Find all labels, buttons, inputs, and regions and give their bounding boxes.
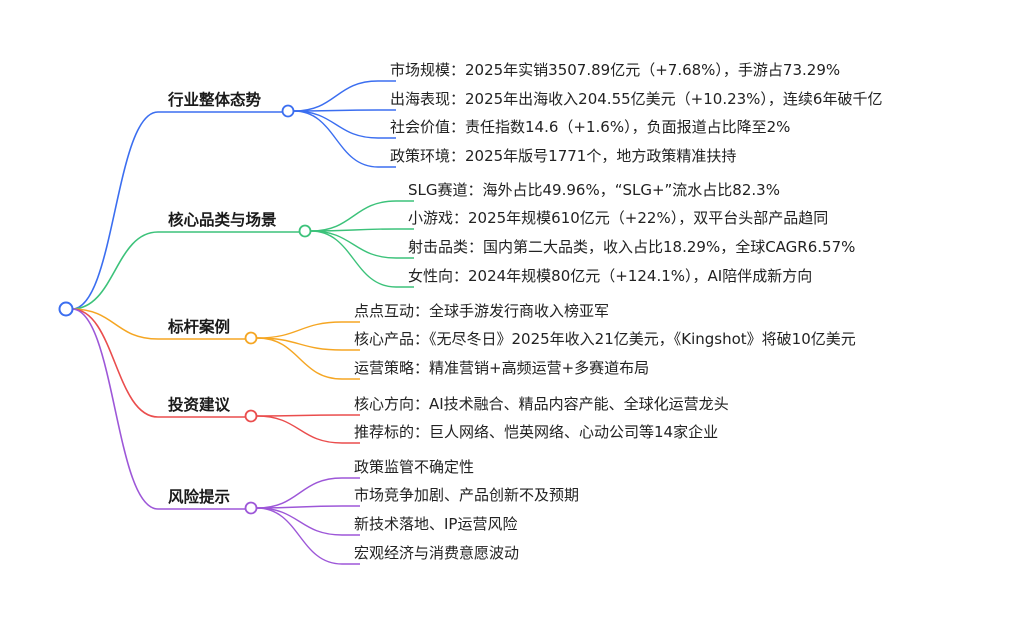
branch-node[interactable]	[298, 224, 312, 238]
branch-label[interactable]: 核心品类与场景	[168, 211, 277, 229]
leaf-label: 出海表现：2025年出海收入204.55亿美元（+10.23%），连续6年破千亿	[390, 90, 883, 108]
leaf-label: 政策环境：2025年版号1771个，地方政策精准扶持	[390, 147, 737, 165]
leaf-connector	[256, 505, 343, 509]
branch-connector	[71, 308, 159, 510]
leaf-connector	[256, 507, 343, 536]
leaf-label: 核心方向：AI技术融合、精品内容产能、全球化运营龙头	[354, 395, 729, 413]
leaf-label: 女性向：2024年规模80亿元（+124.1%），AI陪伴成新方向	[408, 267, 813, 285]
leaf-connector	[310, 230, 397, 288]
leaf-connector	[293, 110, 379, 139]
branch-connector	[71, 231, 159, 310]
leaf-label: 运营策略：精准营销+高频运营+多赛道布局	[354, 359, 650, 377]
leaf-connector	[310, 228, 397, 232]
leaf-label: 射击品类：国内第二大品类，收入占比18.29%，全球CAGR6.57%	[408, 238, 856, 256]
leaf-label: 小游戏：2025年规模610亿元（+22%），双平台头部产品趋同	[408, 209, 829, 227]
leaf-label: 核心产品：《无尽冬日》2025年收入21亿美元，《Kingshot》将破10亿美…	[354, 330, 856, 348]
branch-node[interactable]	[244, 331, 258, 345]
branch-node[interactable]	[244, 409, 258, 423]
branch-node[interactable]	[244, 501, 258, 515]
branch-label[interactable]: 标杆案例	[168, 318, 231, 336]
branch-label[interactable]: 风险提示	[168, 488, 231, 506]
leaf-connector	[310, 230, 397, 259]
leaf-label: 市场规模：2025年实销3507.89亿元（+7.68%），手游占73.29%	[390, 61, 841, 79]
leaf-label: 宏观经济与消费意愿波动	[354, 544, 520, 562]
leaf-connector	[256, 337, 343, 380]
leaf-label: 推荐标的：巨人网络、恺英网络、心动公司等14家企业	[354, 423, 719, 441]
leaf-label: 社会价值：责任指数14.6（+1.6%），负面报道占比降至2%	[390, 118, 791, 136]
leaf-label: 点点互动：全球手游发行商收入榜亚军	[354, 302, 610, 320]
leaf-connector	[256, 507, 343, 565]
root-node[interactable]	[58, 301, 74, 317]
branch-connector	[71, 111, 159, 310]
branch-label[interactable]: 行业整体态势	[168, 91, 262, 109]
branch-connector	[71, 308, 159, 340]
leaf-connector	[256, 321, 343, 339]
branch-connector	[71, 308, 159, 418]
leaf-connector	[293, 110, 379, 168]
leaf-connector	[256, 415, 343, 444]
leaf-connector	[256, 337, 343, 351]
branch-label[interactable]: 投资建议	[168, 396, 231, 414]
leaf-label: 政策监管不确定性	[354, 458, 475, 476]
leaf-label: SLG赛道：海外占比49.96%，“SLG+”流水占比82.3%	[408, 181, 780, 199]
leaf-connector	[310, 200, 397, 232]
leaf-connector	[293, 80, 379, 112]
leaf-label: 新技术落地、IP运营风险	[354, 515, 518, 533]
leaf-connector	[293, 109, 379, 112]
branch-node[interactable]	[281, 104, 295, 118]
leaf-label: 市场竞争加剧、产品创新不及预期	[354, 486, 580, 504]
leaf-connector	[256, 477, 343, 509]
leaf-connector	[256, 414, 343, 417]
